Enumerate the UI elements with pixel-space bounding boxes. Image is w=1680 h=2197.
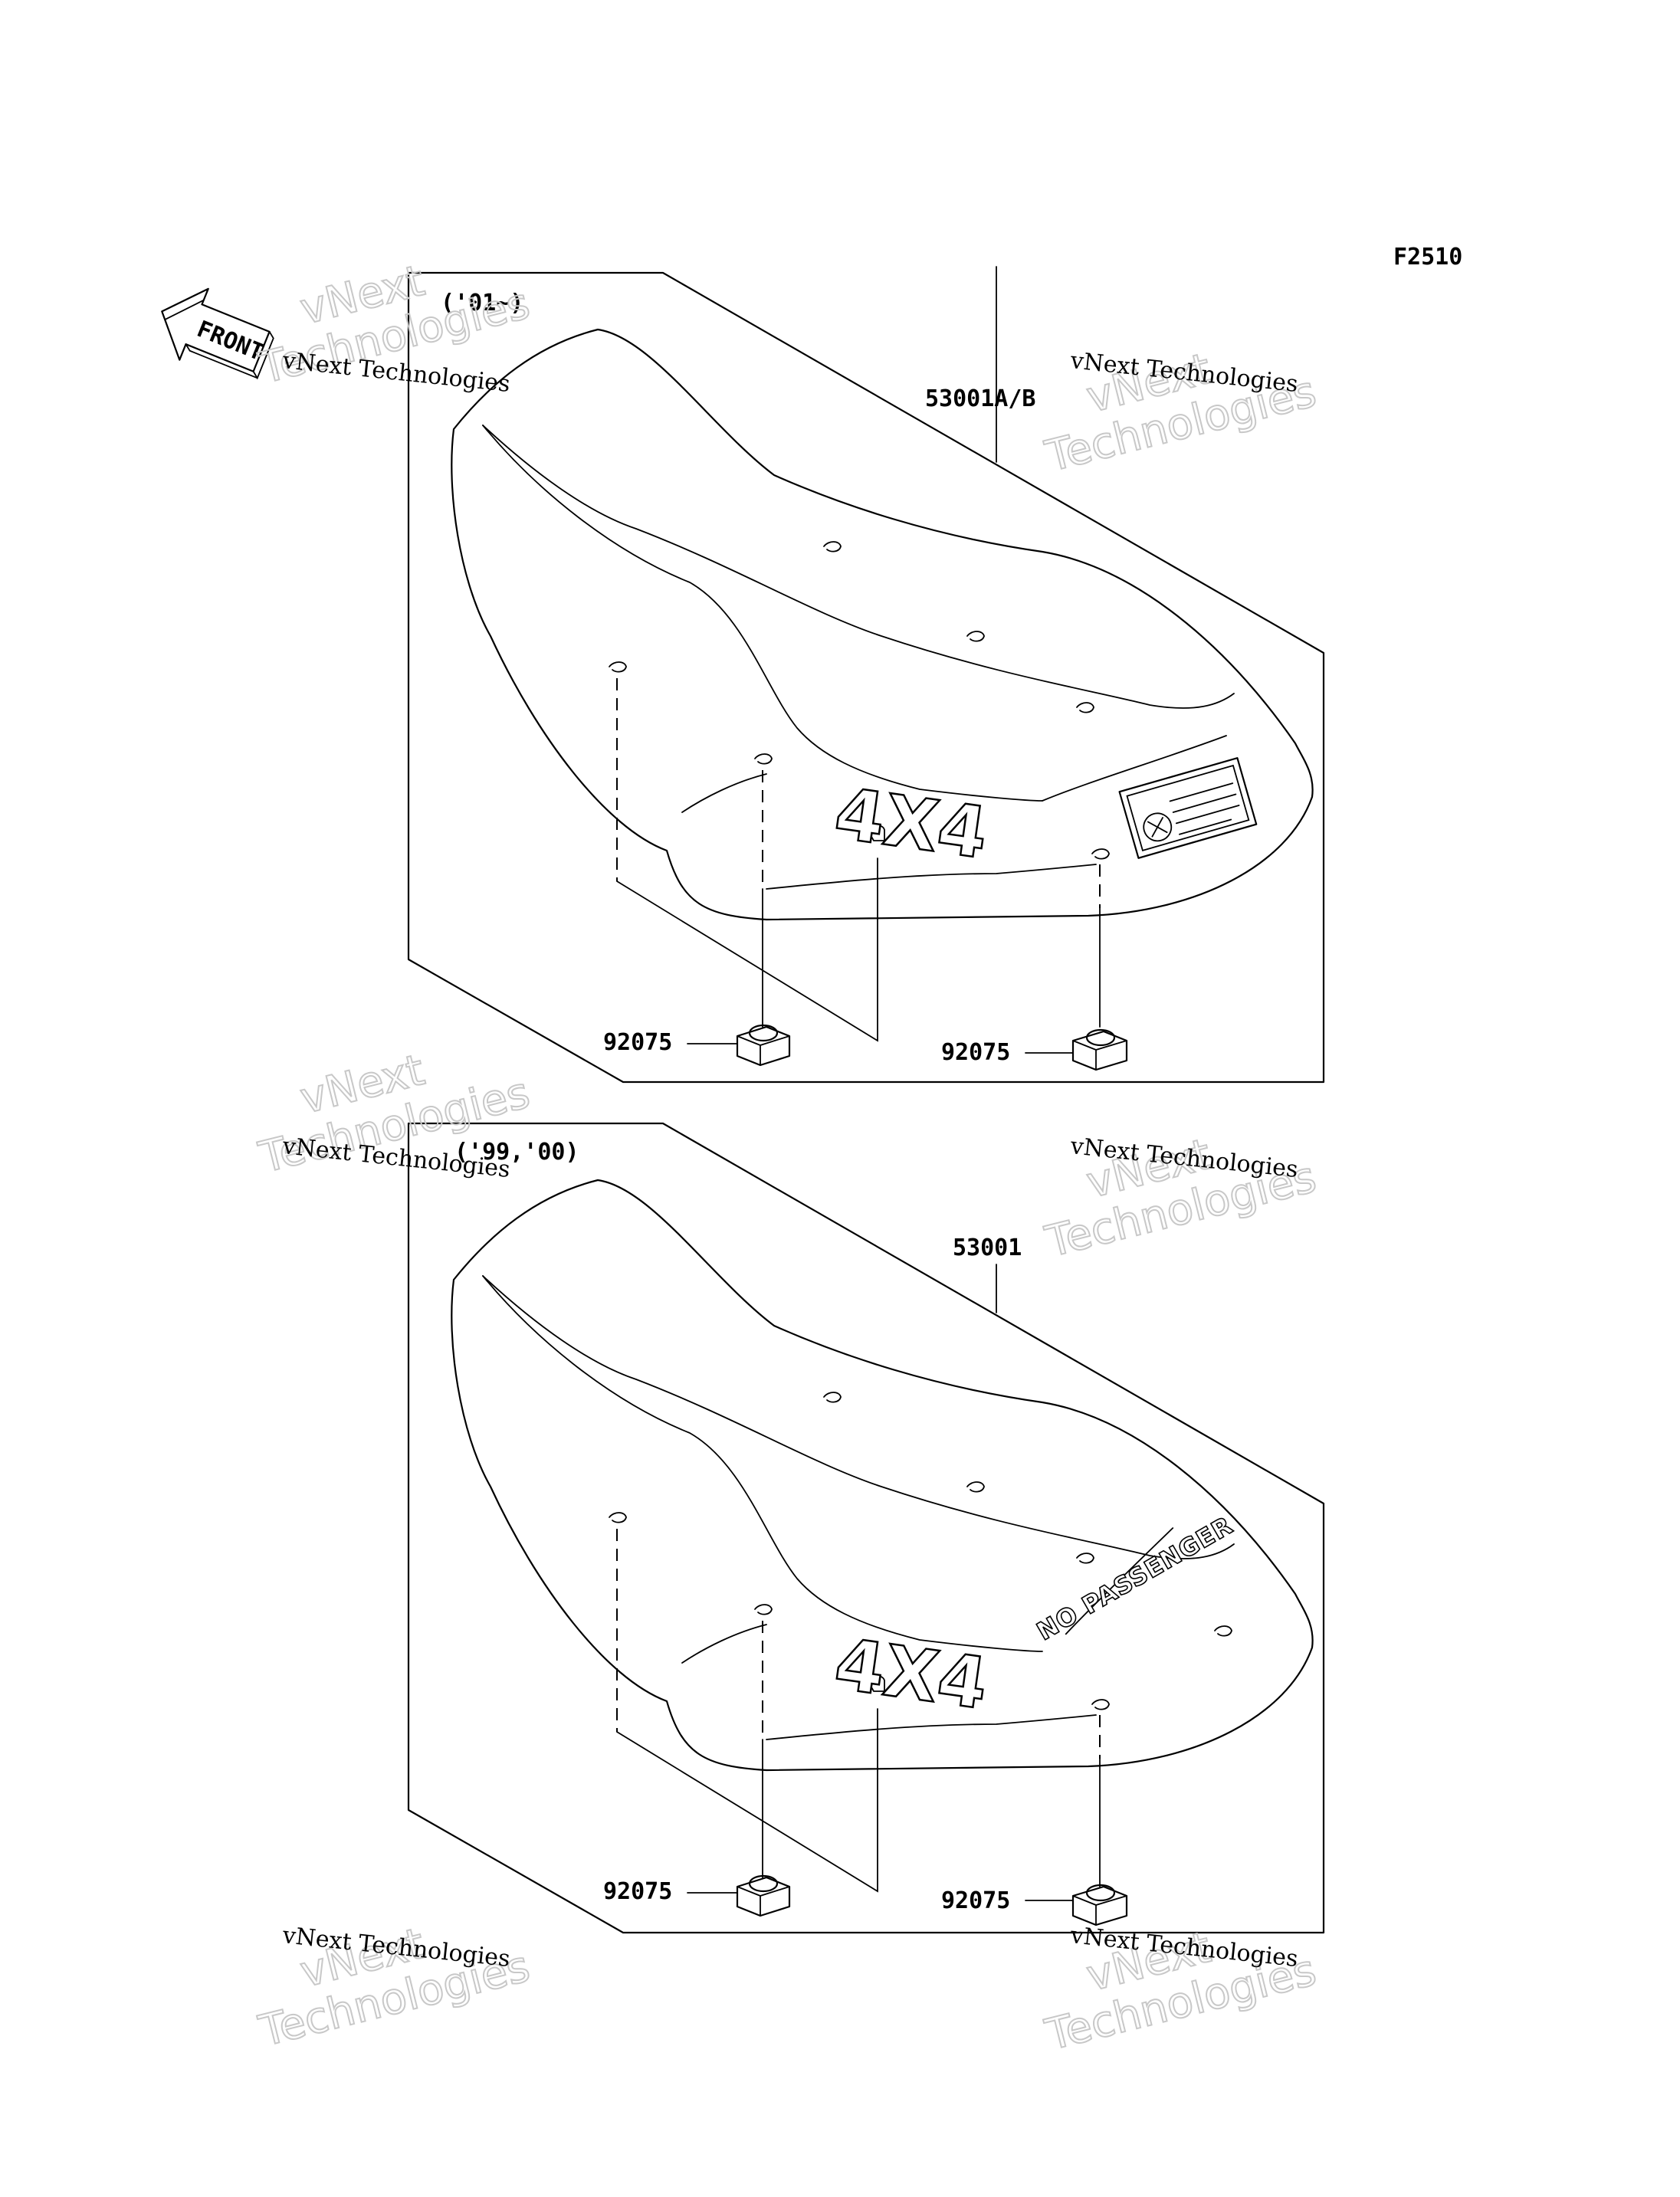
upper-stopper-left-part-number: 92075 [603, 1029, 672, 1056]
lower-seat-part-number: 53001 [953, 1235, 1022, 1261]
lower-stopper-right [1071, 1884, 1128, 1926]
lower-stopper-right-part-number: 92075 [941, 1887, 1010, 1914]
lower-stopper-left-part-number: 92075 [603, 1878, 672, 1905]
lower-decal-text: NO PASSENGER [1032, 1510, 1238, 1646]
upper-seat-clips [609, 541, 1110, 860]
upper-seat-logo: 4X4 [830, 772, 993, 875]
lower-frame [407, 1122, 1325, 1934]
lower-assembly: ('99,'00) 4X4 NO PASSENGER [407, 1122, 1325, 1934]
upper-stopper-right-part-number: 92075 [941, 1039, 1010, 1066]
upper-year-label: ('01~) [441, 290, 523, 316]
watermark-top-right: vNext Technologies [1040, 343, 1322, 483]
watermark-mid-right: vNext Technologies [1040, 1129, 1322, 1268]
lower-year-label: ('99,'00) [454, 1139, 579, 1166]
lower-stopper-left [736, 1874, 791, 1917]
lower-no-passenger-decal: NO PASSENGER [1031, 1510, 1238, 1647]
lower-seat-logo: 4X4 [830, 1623, 993, 1726]
upper-frame [407, 271, 1325, 1084]
upper-seat [451, 328, 1314, 921]
front-label: FRONT [193, 316, 267, 366]
watermark-bottom-left: vNext Technologies [254, 1918, 536, 2058]
figure-code: F2510 [1393, 244, 1462, 271]
upper-warning-decal [1118, 757, 1258, 859]
lower-seat-clips [609, 1392, 1232, 1710]
upper-stopper-right [1071, 1028, 1128, 1071]
upper-seat-part-number: 53001A/B [925, 385, 1036, 412]
lower-seat [451, 1179, 1314, 1772]
upper-stopper-left [736, 1024, 791, 1067]
upper-assembly: ('01~) 4X4 [407, 266, 1325, 1084]
